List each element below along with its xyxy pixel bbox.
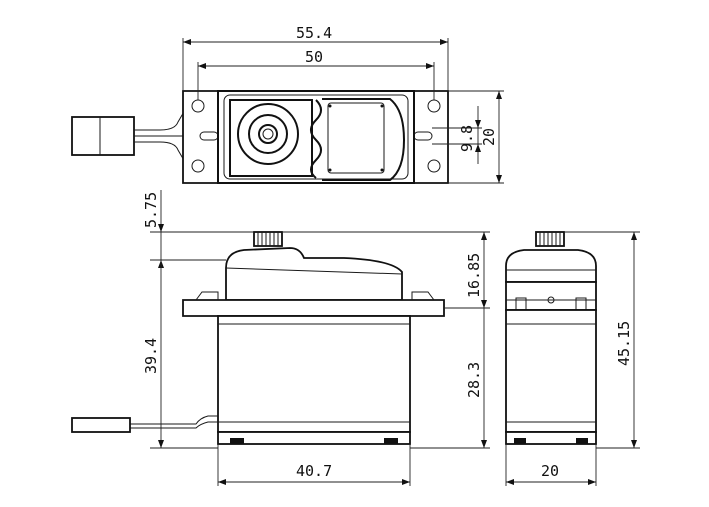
dim-side-flange-to-bottom: 28.3: [465, 362, 483, 398]
dim-side-body-width: 40.7: [296, 462, 332, 480]
side-view-gear-housing: [225, 247, 403, 301]
end-view-gear-housing: [505, 249, 597, 283]
top-view-output-gear: [237, 103, 299, 165]
top-view-output-spline: [248, 114, 288, 154]
top-view-mount-hole: [427, 159, 441, 173]
end-view: 45.15 20: [505, 231, 640, 486]
side-view-bottom-cap: [217, 431, 411, 445]
top-view: 55.4 50 9.8 20: [71, 24, 504, 184]
end-view-case: [505, 309, 597, 433]
dim-side-shaft-offset: 5.75: [142, 192, 160, 228]
side-view-case: [217, 315, 411, 433]
top-view-wire: [134, 109, 186, 131]
side-view: 5.75 39.4 16.85 28.3 40.7: [71, 190, 490, 486]
end-view-output-spline: [535, 231, 565, 247]
dim-side-body-height: 39.4: [142, 338, 160, 374]
top-view-mount-hole: [191, 159, 205, 173]
dim-top-overall-width: 55.4: [296, 24, 332, 42]
top-view-connector-plug: [71, 116, 135, 156]
dim-top-depth: 20: [480, 128, 498, 146]
side-view-mounting-flange: [182, 299, 445, 317]
side-view-wire: [130, 415, 218, 425]
dim-top-slot-spacing: 9.8: [458, 125, 476, 152]
side-view-connector-plug: [71, 417, 131, 433]
dim-top-mount-hole-spacing: 50: [305, 48, 323, 66]
end-view-flange: [505, 281, 597, 311]
dim-side-flange-to-top: 16.85: [465, 253, 483, 298]
end-view-bottom-cap: [505, 431, 597, 445]
dim-end-body-width: 20: [541, 462, 559, 480]
side-view-output-spline: [253, 231, 283, 247]
dim-side-total-height: 45.15: [615, 321, 633, 366]
top-view-case: [217, 90, 415, 184]
